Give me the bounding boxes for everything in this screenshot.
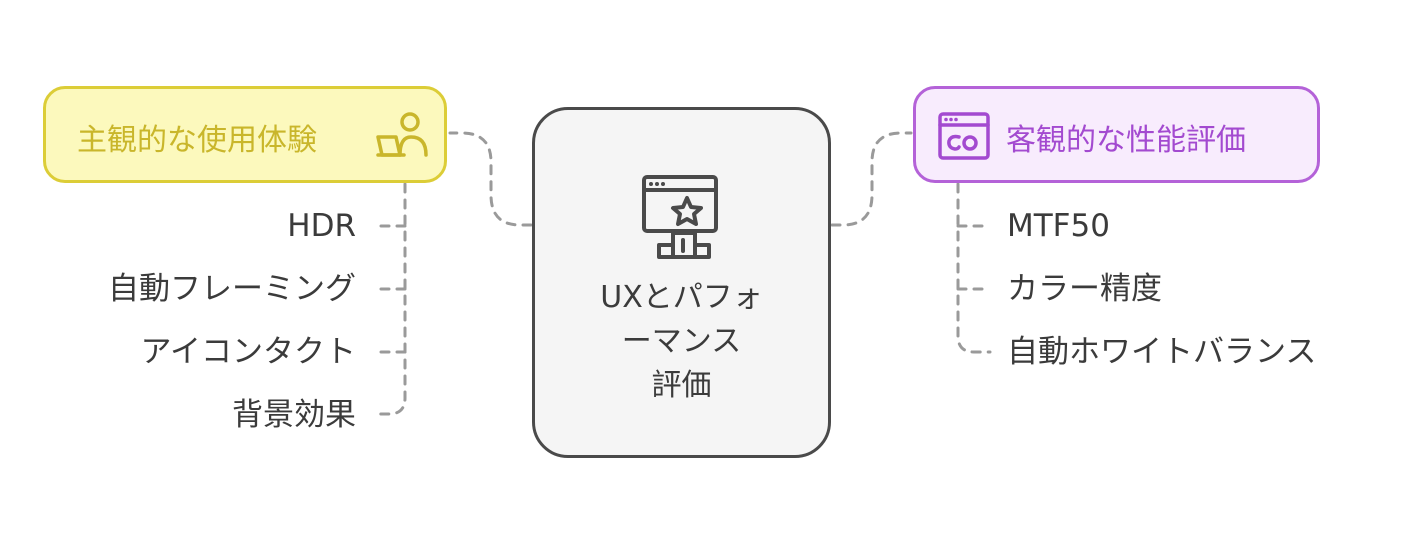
browser-window-icon: [938, 112, 990, 160]
leaf-eye-contact: アイコンタクト: [140, 334, 356, 370]
center-title: UXとパフォ ーマンス 評価: [535, 276, 828, 408]
leaf-hdr: HDR: [287, 208, 356, 244]
leaf-auto-white-balance: 自動ホワイトバランス: [1007, 334, 1317, 370]
connector-center-right: [830, 131, 913, 227]
center-title-line-1: UXとパフォ: [600, 280, 763, 315]
leaf-mtf50: MTF50: [1007, 208, 1110, 244]
connector-left-trunk: [371, 182, 407, 416]
objective-performance-node: 客観的な性能評価: [913, 86, 1320, 183]
leaf-auto-framing: 自動フレーミング: [108, 271, 356, 307]
center-title-line-2: ーマンス: [621, 324, 742, 359]
leaf-background-effect: 背景効果: [232, 397, 356, 433]
leaf-color-accuracy: カラー精度: [1007, 271, 1162, 307]
connector-right-trunk: [956, 182, 992, 354]
subjective-experience-label: 主観的な使用体験: [77, 123, 317, 158]
center-title-line-3: 評価: [651, 368, 712, 403]
connector-center-left: [448, 131, 533, 227]
subjective-experience-node: 主観的な使用体験: [43, 86, 447, 183]
center-node: UXとパフォ ーマンス 評価: [532, 107, 831, 458]
ranking-window-star-icon: [642, 175, 718, 259]
person-laptop-icon: [376, 112, 428, 157]
objective-performance-label: 客観的な性能評価: [1006, 123, 1246, 158]
